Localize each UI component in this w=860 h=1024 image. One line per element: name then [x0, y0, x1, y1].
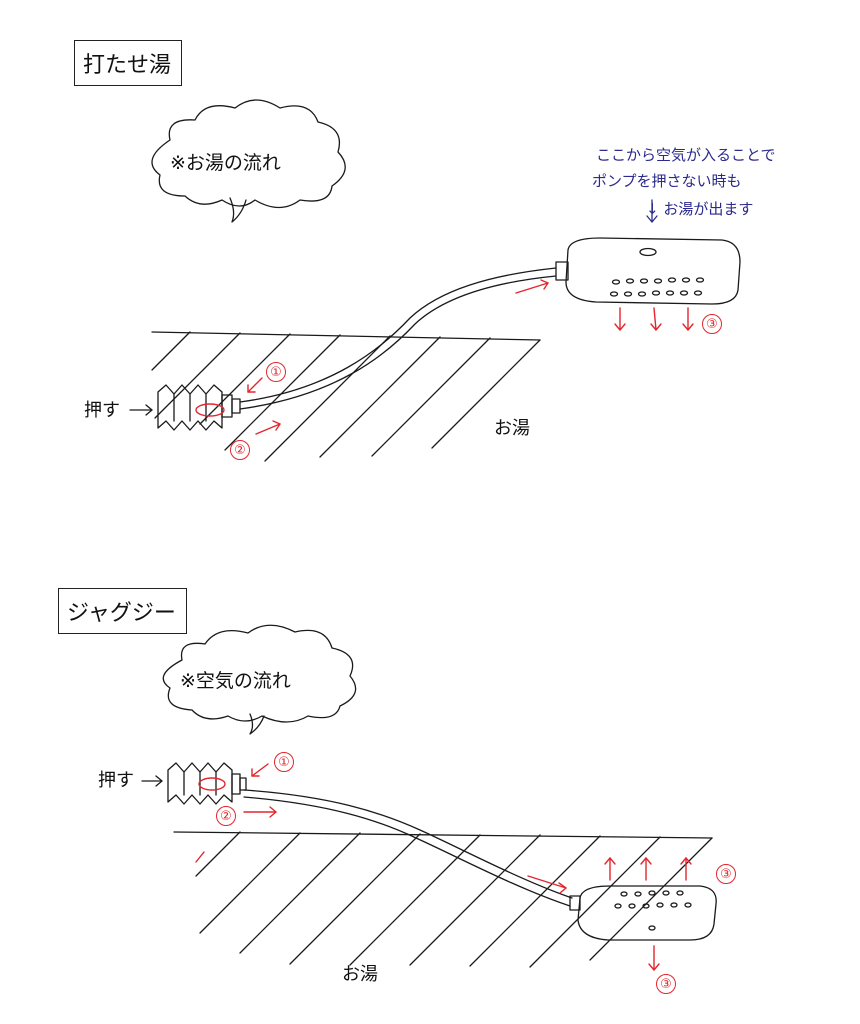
pump-flow-loop-bottom [198, 777, 226, 791]
nozzle-holes-bottom [614, 890, 692, 909]
arrow-1-bottom [251, 763, 269, 777]
marker-3-top: ③ [702, 314, 722, 334]
water-surface-top [151, 331, 541, 341]
note-arrow-down [646, 199, 658, 223]
thought-bubble-tail-top [229, 197, 247, 223]
arrow-bubble-up-1 [604, 857, 616, 881]
pump-bellows-bottom [167, 762, 247, 805]
arrow-spray-1 [614, 307, 626, 331]
push-label-bottom: 押す [98, 770, 134, 791]
push-label-top: 押す [84, 400, 120, 421]
arrow-1-top [247, 377, 263, 393]
water-hatching-bottom [195, 831, 713, 968]
arrow-down-bottom [648, 945, 660, 971]
arrow-bubble-up-2 [640, 857, 652, 881]
marker-3b-bottom: ③ [656, 974, 676, 994]
hose-top [239, 267, 557, 403]
marker-1-bottom: ① [274, 752, 294, 772]
section-title-top: 打たせ湯 [74, 40, 183, 86]
push-arrow-top [129, 404, 153, 416]
water-hatching-top [151, 331, 541, 462]
marker-3a-bottom: ③ [716, 864, 736, 884]
red-tick-mark [195, 851, 205, 863]
arrow-into-head-top [515, 279, 549, 294]
arrow-2-top [255, 420, 281, 435]
marker-1-top: ① [266, 362, 286, 382]
arrow-into-head-bottom [527, 875, 567, 894]
arrow-bubble-up-3 [680, 857, 692, 881]
arrow-2-bottom [243, 806, 277, 818]
thought-bubble-bottom [162, 624, 357, 723]
bubble-text-top: ※お湯の流れ [170, 152, 281, 174]
thought-bubble-tail-bottom [249, 713, 265, 735]
pump-flow-loop-top [195, 403, 225, 417]
hose-bottom [243, 789, 573, 899]
marker-2-bottom: ② [216, 806, 236, 826]
pump-bellows-top [157, 384, 241, 431]
thought-bubble-top [151, 99, 346, 209]
push-arrow-bottom [141, 775, 163, 787]
arrow-spray-3 [682, 307, 694, 331]
note-line-3: ↓ お湯が出ます [646, 200, 754, 218]
arrow-spray-2 [650, 307, 662, 331]
water-label-top: お湯 [494, 418, 530, 439]
marker-2-top: ② [230, 440, 250, 460]
water-label-bottom: お湯 [342, 964, 378, 985]
nozzle-holes-top [609, 277, 705, 297]
water-surface-bottom [173, 831, 713, 839]
shower-head-top [555, 237, 741, 305]
jet-head-bottom [569, 885, 717, 941]
section-title-bottom: ジャグジー [58, 588, 187, 634]
note-line-2: ポンプを押さない時も [592, 172, 742, 190]
bubble-text-bottom: ※空気の流れ [180, 670, 291, 692]
note-line-1: ここから空気が入ることで [596, 146, 776, 164]
